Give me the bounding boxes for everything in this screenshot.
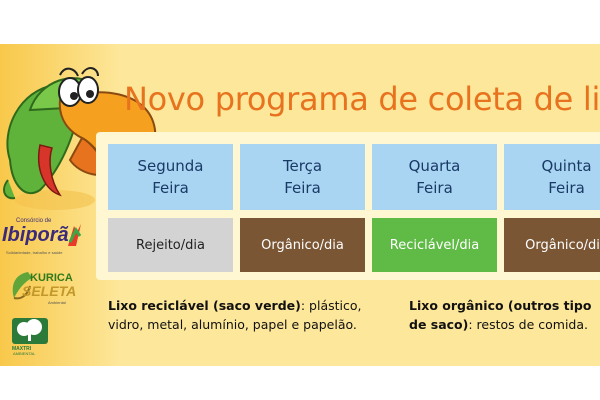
recyclable-note: Lixo reciclável (saco verde): plástico, … bbox=[108, 296, 362, 334]
ibipora-logo: Consórcio de Ibiporã Solidariedade, trab… bbox=[2, 216, 88, 262]
maxtri-logo-name: MAXTRI bbox=[12, 346, 32, 352]
leaf-swirl-icon bbox=[12, 272, 32, 300]
page-title: Novo programa de coleta de lixo d bbox=[124, 80, 600, 118]
kurica-logo-tagline: Ambiental bbox=[48, 300, 66, 305]
ibipora-logo-name: Ibiporã bbox=[2, 224, 69, 246]
tree-logo-icon bbox=[12, 318, 48, 344]
type-cell-tuesday: Orgânico/dia bbox=[240, 218, 365, 272]
recyclable-text-1: : plástico, bbox=[300, 298, 362, 313]
maxtri-logo-sub: AMBIENTAL bbox=[13, 351, 36, 356]
organic-heading-1: Lixo orgânico (outros tipo bbox=[409, 298, 592, 313]
type-cell-monday: Rejeito/dia bbox=[108, 218, 233, 272]
ibipora-flag-icon bbox=[68, 224, 82, 246]
kurica-logo-line1: KURICA bbox=[30, 272, 73, 284]
ibipora-logo-tagline: Solidariedade, trabalho e saúde bbox=[6, 250, 63, 255]
organic-heading-2: de saco) bbox=[409, 317, 469, 332]
kurica-seleta-logo: KURICA SELETA Ambiental bbox=[8, 270, 88, 310]
maxtri-logo: MAXTRI AMBIENTAL bbox=[10, 316, 50, 356]
type-cell-thursday: Orgânico/dia bbox=[504, 218, 600, 272]
ibipora-logo-small: Consórcio de bbox=[16, 218, 52, 224]
type-cell-wednesday: Reciclável/dia bbox=[372, 218, 497, 272]
organic-text: : restos de comida. bbox=[468, 317, 588, 332]
organic-note: Lixo orgânico (outros tipo de saco): res… bbox=[409, 296, 591, 334]
collection-banner: Novo programa de coleta de lixo d Segund… bbox=[0, 44, 600, 366]
kurica-logo-line2: SELETA bbox=[22, 283, 77, 299]
recyclable-text-2: vidro, metal, alumínio, papel e papelão. bbox=[108, 317, 357, 332]
recyclable-heading: Lixo reciclável (saco verde) bbox=[108, 298, 301, 313]
